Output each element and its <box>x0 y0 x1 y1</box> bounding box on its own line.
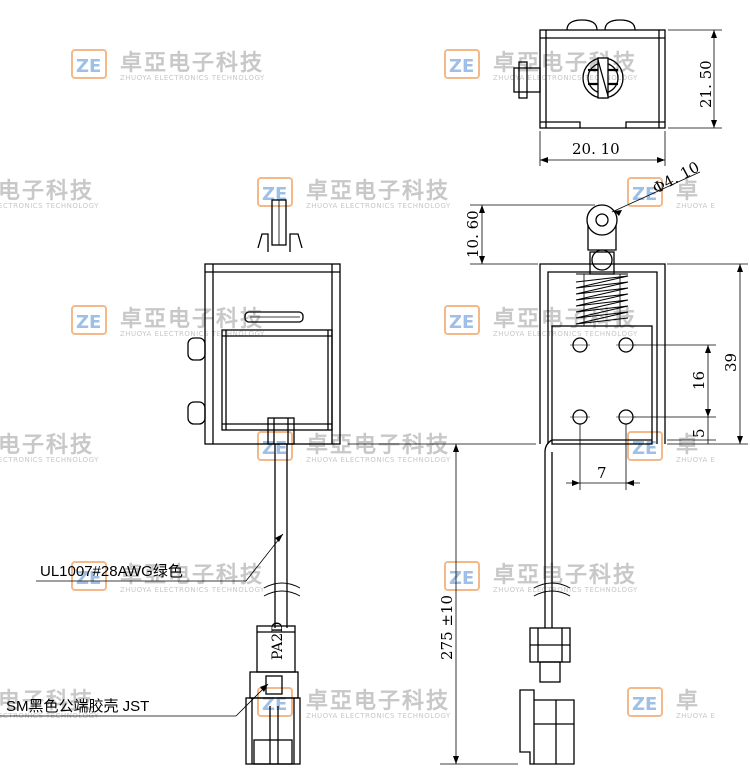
watermark-15: ZE 卓 ZHUOYA E <box>627 687 715 720</box>
logo-mark-icon: ZE <box>76 56 101 77</box>
watermark-11: ZE 卓亞电子科技 ZHUOYA ELECTRONICS TECHNOLOGY <box>71 561 265 594</box>
logo-mark-icon: ZE <box>262 694 287 715</box>
watermark-en: ZHUOYA E <box>676 712 715 720</box>
watermark-4: ZE 卓亞电子科技 ZHUOYA ELECTRONICS TECHNOLOGY <box>257 177 451 210</box>
logo-mark-icon: ZE <box>449 568 474 589</box>
watermark-cn: 卓 <box>676 433 700 458</box>
watermark-en: ZHUOYA ELECTRONICS TECHNOLOGY <box>306 202 451 210</box>
dim-hole-offset: 5 <box>690 428 708 438</box>
logo-mark-icon: ZE <box>632 438 657 459</box>
watermark-2: ZE 卓亞电子科技 ZHUOYA ELECTRONICS TECHNOLOGY <box>444 49 638 82</box>
watermark-en: ECTRONICS TECHNOLOGY <box>0 202 99 210</box>
watermark-en: ZHUOYA E <box>676 202 715 210</box>
watermark-1: ZE 卓亞电子科技 ZHUOYA ELECTRONICS TECHNOLOGY <box>71 49 265 82</box>
watermark-10: ZE 卓 ZHUOYA E <box>627 431 715 464</box>
watermark-cn: 卓亞电子科技 <box>120 563 264 588</box>
watermark-cn: 卓亞电子科技 <box>493 51 637 76</box>
watermark-cn: 电子科技 <box>0 433 94 458</box>
dim-wire-length: 275 ±10 <box>438 595 456 660</box>
logo-mark-icon: ZE <box>449 312 474 333</box>
logo-mark-icon: ZE <box>76 312 101 333</box>
watermark-cn: 卓亞电子科技 <box>306 179 450 204</box>
watermark-en: ZHUOYA E <box>676 456 715 464</box>
watermark-cn: 卓 <box>676 689 700 714</box>
watermark-en: ZHUOYA ELECTRONICS TECHNOLOGY <box>493 586 638 594</box>
watermark-en: ZHUOYA ELECTRONICS TECHNOLOGY <box>120 330 265 338</box>
watermark-en: ZHUOYA ELECTRONICS TECHNOLOGY <box>306 712 451 720</box>
watermark-3: 电子科技 ECTRONICS TECHNOLOGY <box>0 179 99 210</box>
watermark-14: ZE 卓亞电子科技 ZHUOYA ELECTRONICS TECHNOLOGY <box>257 687 451 720</box>
dim-ring-height: 10. 60 <box>464 210 482 258</box>
connector-spec-label: SM黑色公端胶壳 JST <box>6 698 149 715</box>
watermark-cn: 卓亞电子科技 <box>120 307 264 332</box>
watermark-cn: 卓亞电子科技 <box>306 689 450 714</box>
watermark-8: 电子科技 ECTRONICS TECHNOLOGY <box>0 433 99 464</box>
watermark-en: ZHUOYA ELECTRONICS TECHNOLOGY <box>120 74 265 82</box>
watermark-12: ZE 卓亞电子科技 ZHUOYA ELECTRONICS TECHNOLOGY <box>444 561 638 594</box>
sleeve-marking: PA2D <box>270 622 286 660</box>
watermark-cn: 卓 <box>676 179 700 204</box>
dim-top-height: 21. 50 <box>697 60 715 108</box>
logo-mark-icon: ZE <box>76 568 101 589</box>
watermark-cn: 电子科技 <box>0 689 94 714</box>
wire-spec-label: UL1007#28AWG绿色 <box>40 563 183 580</box>
side-view <box>0 199 341 765</box>
watermark-cn: 卓亞电子科技 <box>306 433 450 458</box>
watermark-en: ECTRONICS TECHNOLOGY <box>0 456 99 464</box>
dim-body-height: 39 <box>722 353 740 372</box>
top-view <box>513 19 722 166</box>
dim-top-width: 20. 10 <box>572 140 620 158</box>
watermark-en: ZHUOYA ELECTRONICS TECHNOLOGY <box>493 330 638 338</box>
front-view <box>519 204 666 765</box>
watermark-cn: 电子科技 <box>0 179 94 204</box>
logo-mark-icon: ZE <box>632 694 657 715</box>
front-dimensions <box>348 171 748 765</box>
dim-hole-spacing: 16 <box>690 371 708 390</box>
watermark-en: ZHUOYA ELECTRONICS TECHNOLOGY <box>120 586 265 594</box>
watermark-6: ZE 卓亞电子科技 ZHUOYA ELECTRONICS TECHNOLOGY <box>71 305 265 338</box>
spring <box>575 273 629 327</box>
watermark-cn: 卓亞电子科技 <box>120 51 264 76</box>
watermark-layer: ZE 卓亞电子科技 ZHUOYA ELECTRONICS TECHNOLOGY … <box>0 49 715 720</box>
watermark-en: ZHUOYA ELECTRONICS TECHNOLOGY <box>493 74 638 82</box>
watermark-cn: 卓亞电子科技 <box>493 563 637 588</box>
watermark-en: ZHUOYA ELECTRONICS TECHNOLOGY <box>306 456 451 464</box>
logo-mark-icon: ZE <box>449 56 474 77</box>
dim-hole-horizontal: 7 <box>597 464 607 482</box>
logo-mark-icon: ZE <box>262 184 287 205</box>
